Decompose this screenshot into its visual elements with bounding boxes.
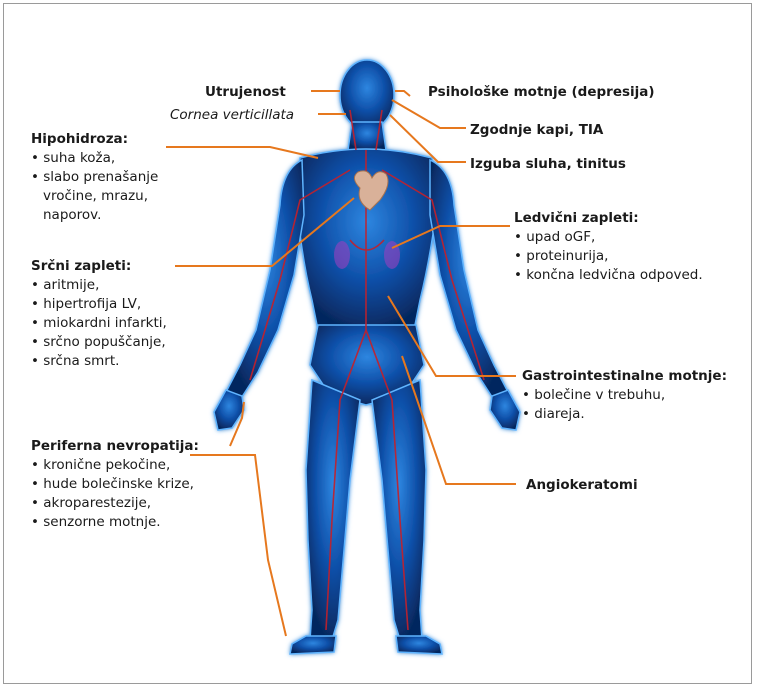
group-hipohidroza: Hipohidroza: • suha koža, • slabo prenaš… bbox=[31, 130, 158, 225]
periferna-title: Periferna nevropatija: bbox=[31, 437, 199, 456]
gastro-title: Gastrointestinalne motnje: bbox=[522, 367, 727, 386]
periferna-item: • kronične pekočine, bbox=[31, 456, 199, 475]
label-psiho: Psihološke motnje (depresija) bbox=[428, 83, 655, 102]
gastro-item: • bolečine v trebuhu, bbox=[522, 386, 727, 405]
srcni-item: • miokardni infarkti, bbox=[31, 314, 167, 333]
periferna-item: • akroparestezije, bbox=[31, 494, 199, 513]
hipohidroza-item: vročine, mrazu, bbox=[31, 187, 158, 206]
gastro-item: • diareja. bbox=[522, 405, 727, 424]
ledvicni-item: • končna ledvična odpoved. bbox=[514, 266, 703, 285]
label-utrujenost: Utrujenost bbox=[205, 83, 286, 102]
periferna-item: • senzorne motnje. bbox=[31, 513, 199, 532]
group-srcni: Srčni zapleti: • aritmije, • hipertrofij… bbox=[31, 257, 167, 371]
label-cornea: Cornea verticillata bbox=[170, 106, 294, 125]
label-zgodnje: Zgodnje kapi, TIA bbox=[470, 121, 603, 140]
group-periferna: Periferna nevropatija: • kronične pekoči… bbox=[31, 437, 199, 532]
hipohidroza-item: • suha koža, bbox=[31, 149, 158, 168]
srcni-item: • srčno popuščanje, bbox=[31, 333, 167, 352]
srcni-title: Srčni zapleti: bbox=[31, 257, 167, 276]
srcni-item: • srčna smrt. bbox=[31, 352, 167, 371]
ledvicni-item: • proteinurija, bbox=[514, 247, 703, 266]
hipohidroza-title: Hipohidroza: bbox=[31, 130, 158, 149]
ledvicni-item: • upad oGF, bbox=[514, 228, 703, 247]
srcni-item: • hipertrofija LV, bbox=[31, 295, 167, 314]
body-silhouette bbox=[214, 60, 520, 654]
periferna-item: • hude bolečinske krize, bbox=[31, 475, 199, 494]
group-ledvicni: Ledvični zapleti: • upad oGF, • proteinu… bbox=[514, 209, 703, 285]
label-izguba: Izguba sluha, tinitus bbox=[470, 155, 626, 174]
ledvicni-title: Ledvični zapleti: bbox=[514, 209, 703, 228]
hipohidroza-item: naporov. bbox=[31, 206, 158, 225]
label-angiokeratomi: Angiokeratomi bbox=[526, 476, 638, 495]
hipohidroza-item: • slabo prenašanje bbox=[31, 168, 158, 187]
srcni-item: • aritmije, bbox=[31, 276, 167, 295]
group-gastro: Gastrointestinalne motnje: • bolečine v … bbox=[522, 367, 727, 424]
